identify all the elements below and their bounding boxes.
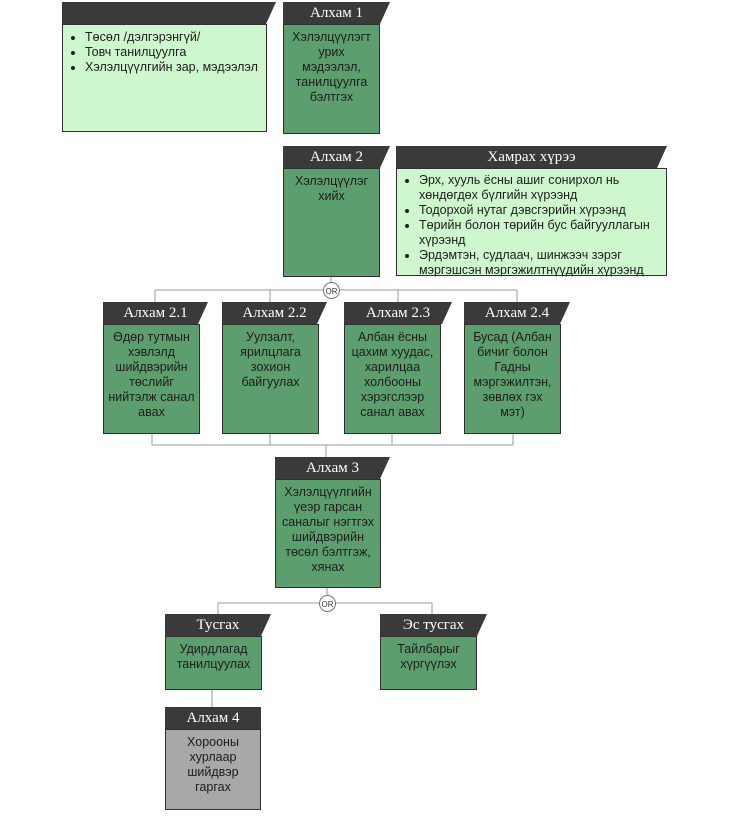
scope-body: Эрх, хууль ёсны ашиг сонирхол нь хөндөгд… [396, 168, 667, 278]
step-2-1-title: Алхам 2.1 [103, 302, 208, 324]
intro-header [62, 2, 276, 24]
step-1-title: Алхам 1 [283, 2, 390, 24]
exclude-title: Эс тусгах [380, 614, 487, 636]
intro-item: Хэлэлцүүлгийн зар, мэдээлэл [85, 60, 260, 75]
step-1-text: Хэлэлцүүлэгт урих мэдээлэл, танилцуулга … [283, 24, 380, 134]
scope-item: Эрдэмтэн, судлаач, шинжээч зэрэг мэргэшс… [419, 248, 660, 278]
scope-item: Тодорхой нутаг дэвсгэрийн хүрээнд [419, 203, 660, 218]
include-title: Тусгах [165, 614, 271, 636]
step-4-title: Алхам 4 [165, 707, 261, 729]
step-4-text: Хорооны хурлаар шийдвэр гаргах [165, 729, 261, 810]
scope-item: Эрх, хууль ёсны ашиг сонирхол нь хөндөгд… [419, 173, 660, 203]
or-connector-1: OR [323, 282, 340, 299]
step-2-2-text: Уулзалт, ярилцлага зохион байгуулах [222, 324, 319, 434]
step-2-title: Алхам 2 [283, 146, 390, 168]
step-2-2-title: Алхам 2.2 [222, 302, 327, 324]
intro-item: Төсөл /дэлгэрэнгүй/ [85, 30, 260, 45]
intro-body: Төсөл /дэлгэрэнгүй/ Товч танилцуулга Хэл… [62, 24, 267, 132]
step-2-3-title: Алхам 2.3 [344, 302, 452, 324]
step-2-4-title: Алхам 2.4 [464, 302, 570, 324]
step-3-title: Алхам 3 [275, 457, 390, 479]
step-2-1-text: Өдөр тутмын хэвлэлд шийдвэрийн төслийг н… [103, 324, 200, 434]
include-text: Удирдлагад танилцуулах [165, 636, 262, 690]
scope-item: Төрийн болон төрийн бус байгууллагын хүр… [419, 218, 660, 248]
intro-list: Төсөл /дэлгэрэнгүй/ Товч танилцуулга Хэл… [63, 30, 266, 75]
intro-item: Товч танилцуулга [85, 45, 260, 60]
exclude-text: Тайлбарыг хүргүүлэх [380, 636, 477, 690]
or-connector-2: OR [319, 595, 336, 612]
scope-title: Хамрах хүрээ [396, 146, 667, 168]
scope-list: Эрх, хууль ёсны ашиг сонирхол нь хөндөгд… [397, 173, 666, 278]
step-2-3-text: Албан ёсны цахим хуудас, харилцаа холбоо… [344, 324, 441, 434]
step-2-text: Хэлэлцүүлэг хийх [283, 168, 380, 277]
step-3-text: Хэлэлцүүлгийн үеэр гарсан саналыг нэгтгэ… [275, 479, 381, 588]
step-2-4-text: Бусад (Албан бичиг болон Гадны мэргэжилт… [464, 324, 561, 434]
